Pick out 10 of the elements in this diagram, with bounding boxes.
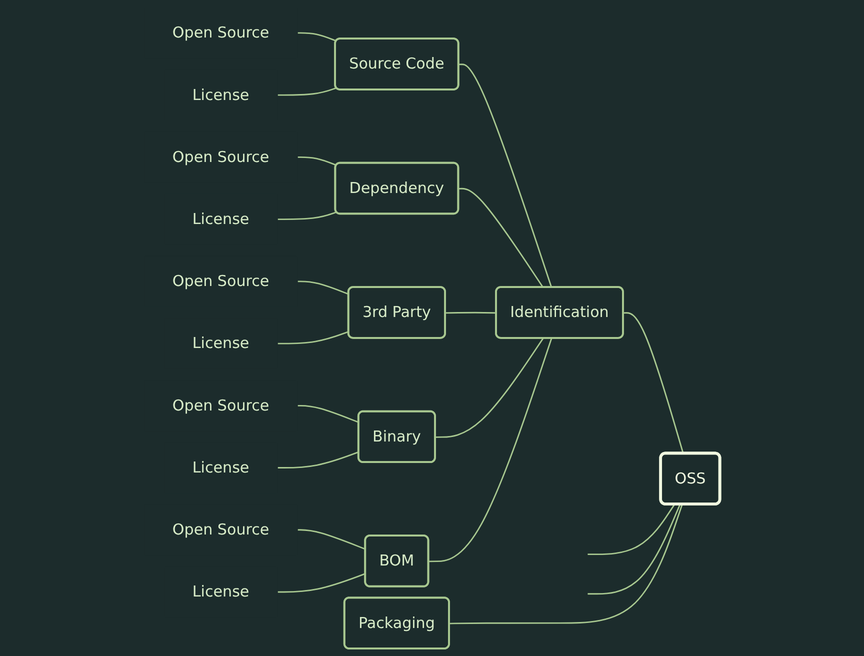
node-text: License (192, 86, 250, 104)
node-text: License (192, 458, 250, 476)
node-text: Open Source (172, 24, 270, 42)
node-text: License (192, 582, 250, 600)
node-text: Open Source (172, 520, 270, 538)
node-text: Open Source (172, 148, 270, 166)
node-text: License (192, 210, 250, 228)
node-text: Open Source (172, 272, 270, 290)
node-text: License (192, 334, 250, 352)
node-text: Open Source (172, 396, 270, 414)
